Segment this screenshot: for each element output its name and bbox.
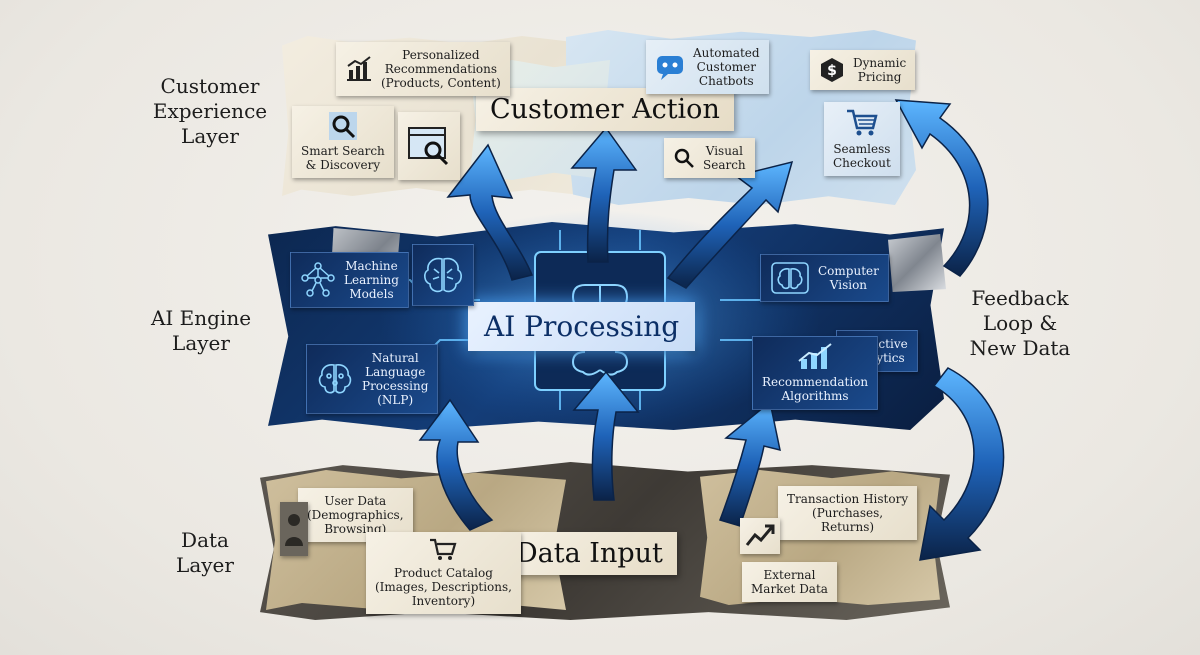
magnifier-icon (673, 147, 695, 169)
personalized-recommendations-card: Personalized Recommendations (Products, … (336, 42, 510, 96)
external-market-data-card: External Market Data (742, 562, 837, 602)
recommendation-algorithms-card: Recommendation Algorithms (752, 336, 879, 410)
cart-icon (845, 108, 879, 138)
ai-layer-foil-right (888, 234, 946, 292)
brain-icon (770, 261, 810, 295)
layer-label-ai-engine: AI Engine Layer (150, 306, 252, 355)
cart-icon (429, 538, 457, 562)
transaction-history-card: Transaction History (Purchases, Returns) (778, 486, 918, 540)
neural-network-icon (300, 262, 336, 298)
dynamic-pricing-card: $ Dynamic Pricing (810, 50, 916, 90)
chatbot-icon (655, 53, 685, 81)
trend-icon-tile (740, 518, 780, 554)
feedback-loop-label: Feedback Loop & New Data (969, 286, 1071, 360)
data-input-title: Data Input (502, 532, 677, 575)
nlp-card: Natural Language Processing (NLP) (306, 344, 439, 414)
browser-search-card (398, 112, 460, 180)
automated-chatbots-card: Automated Customer Chatbots (646, 40, 769, 94)
brain-icon (419, 251, 467, 299)
product-catalog-card: Product Catalog (Images, Descriptions, I… (366, 532, 521, 614)
layer-label-customer-experience: Customer Experience Layer (152, 74, 268, 148)
smart-search-card: Smart Search & Discovery (292, 106, 394, 178)
dollar-icon: $ (819, 57, 845, 83)
layer-label-data: Data Layer (176, 528, 234, 577)
user-icon (284, 506, 304, 552)
brain-network-badge (412, 244, 474, 306)
machine-learning-card: Machine Learning Models (290, 252, 409, 308)
browser-search-icon (407, 124, 451, 168)
trend-icon (745, 523, 775, 549)
bar-chart-icon (797, 343, 833, 371)
chart-up-icon (345, 56, 373, 82)
svg-text:$: $ (827, 63, 837, 79)
user-icon-tile (280, 502, 308, 556)
magnifier-icon (328, 112, 357, 140)
visual-search-card: Visual Search (664, 138, 755, 178)
computer-vision-card: Computer Vision (760, 254, 889, 302)
customer-action-title: Customer Action (476, 88, 734, 131)
seamless-checkout-card: Seamless Checkout (824, 102, 900, 176)
brain-icon (316, 360, 354, 398)
ai-processing-title: AI Processing (468, 302, 696, 351)
